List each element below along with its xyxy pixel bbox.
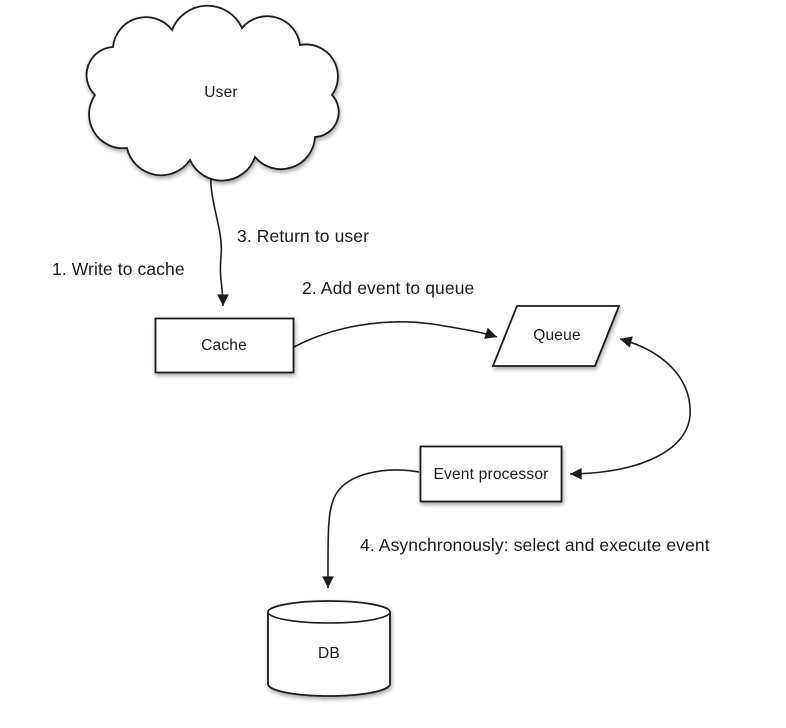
edge-label-add-event-to-queue: 2. Add event to queue xyxy=(302,278,475,298)
event-processor-box xyxy=(419,445,563,503)
edge-label-async-select-execute: 4. Asynchronously: select and execute ev… xyxy=(360,535,710,555)
db-cylinder xyxy=(267,600,391,697)
user-cloud-shape xyxy=(85,4,340,182)
node-label-db: DB xyxy=(318,645,340,662)
node-label-user: User xyxy=(204,84,238,101)
edge-label-write-to-cache: 1. Write to cache xyxy=(52,259,185,279)
node-label-cache: Cache xyxy=(201,337,247,354)
db-cylinder-body xyxy=(267,600,391,697)
cache-box xyxy=(154,317,295,374)
queue-eventprocessor-two-way-arrow xyxy=(569,336,691,480)
db-cylinder-top-edge xyxy=(267,611,391,624)
cache-to-queue-arrow xyxy=(293,321,498,348)
node-label-event-processor: Event processor xyxy=(433,466,549,483)
eventprocessor-to-db-arrow xyxy=(322,469,420,589)
queue-parallelogram xyxy=(491,305,621,367)
node-label-queue: Queue xyxy=(533,327,581,344)
user-to-cache-arrow xyxy=(210,163,229,307)
edge-label-return-to-user: 3. Return to user xyxy=(237,226,370,246)
